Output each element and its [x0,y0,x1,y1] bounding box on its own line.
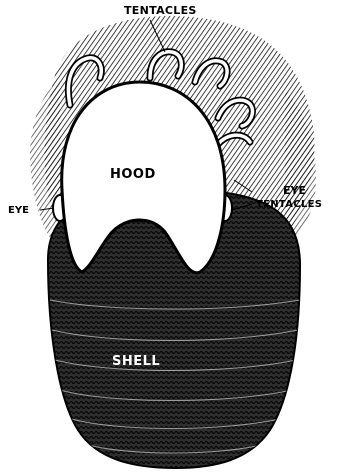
eye-tentacles-label-line2: TENTACLES [256,199,322,210]
shell-label: SHELL [112,354,160,369]
eye-tentacles-label-line1: EYE [283,184,306,197]
tentacles-label: TENTACLES [124,4,197,17]
eye-label: EYE [8,205,29,216]
hood-label: HOOD [110,167,156,182]
